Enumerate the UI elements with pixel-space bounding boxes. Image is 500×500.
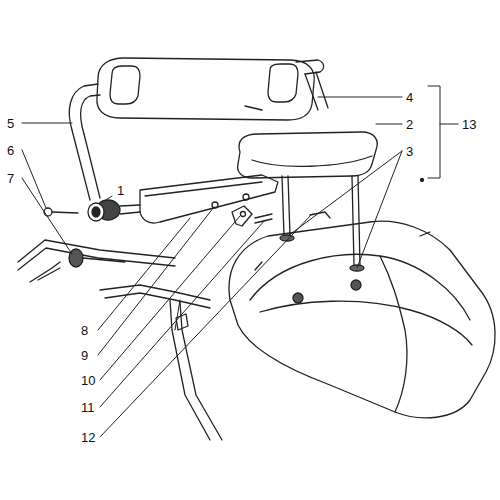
backrest-frame [69,60,328,200]
callout-number: 13 [461,118,477,131]
seat [229,221,495,418]
callout-number: 5 [6,117,15,130]
callout-number: 4 [405,91,414,104]
backrest-pad [97,58,314,120]
callout-number: 12 [80,431,96,444]
callout-number: 1 [116,184,125,197]
callout-number: 3 [405,145,414,158]
group-bracket [428,86,458,178]
callout-number: 6 [6,144,15,157]
headrest-pad [238,132,378,271]
callout-number: 9 [80,349,89,362]
frame-tube [18,240,222,440]
leader-line [22,97,402,437]
callout-number: 2 [405,118,414,131]
callout-number: 11 [80,401,96,414]
callout-number: 7 [6,172,15,185]
callout-number: 10 [80,374,96,387]
callout-number: 8 [80,324,89,337]
support-bracket [140,175,278,226]
dot-mark [421,179,424,182]
